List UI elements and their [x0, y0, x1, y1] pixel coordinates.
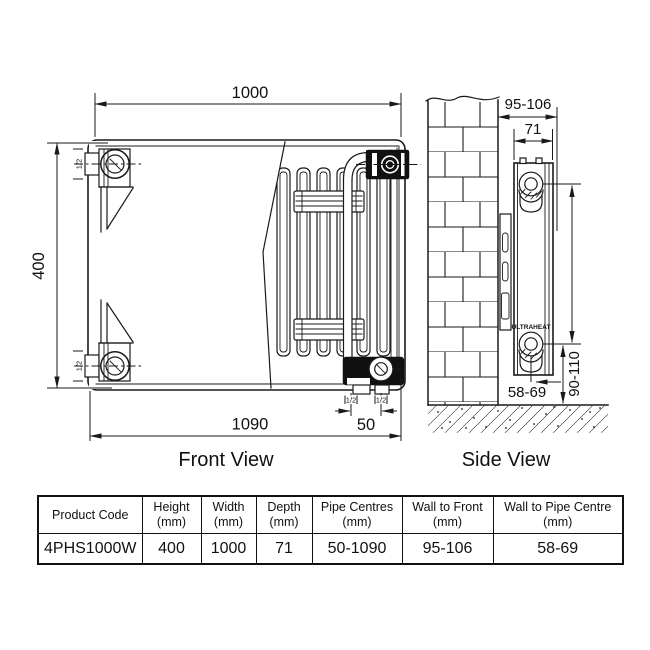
cutaway-edge: [262, 141, 286, 389]
dim-valve-spacing: 1/2 1/2 50: [335, 393, 397, 434]
dim-pipe-centres-value: 1090: [232, 416, 269, 434]
dim-depth-value: 71: [525, 121, 542, 138]
front-view: 1/2 1/2 1000: [30, 84, 421, 471]
dim-height: 400: [30, 142, 112, 389]
header-label: Product Code: [52, 507, 129, 522]
header-label: Depth: [267, 500, 301, 514]
dim-wall-to-pipe-centre-value: 58-69: [508, 384, 546, 401]
header-label: Wall to Front: [412, 500, 483, 514]
spec-table-data-row: 4PHS1000W 400 1000 71 50-1090 95-106 58-…: [37, 533, 624, 565]
dim-wall-to-pipe-centre: 58-69: [508, 356, 561, 401]
conn-size-label: 1/2: [376, 396, 386, 405]
header-unit: (mm): [543, 515, 573, 529]
dim-floor-clearance: 90-110: [560, 345, 583, 404]
header-unit: (mm): [269, 515, 299, 529]
technical-drawing: 1/2 1/2 1000: [30, 84, 609, 471]
dim-width-value: 1000: [232, 84, 269, 102]
col-header-wall-to-front: Wall to Front (mm): [401, 495, 494, 534]
header-unit: (mm): [432, 515, 463, 529]
col-header-pipe-centres: Pipe Centres (mm): [311, 495, 403, 534]
header-label: Height: [153, 500, 190, 514]
spec-table-header-row: Product Code Height (mm) Width (mm) Dept…: [37, 495, 624, 534]
dim-width: 1000: [94, 84, 402, 137]
elbow-fitting: [356, 149, 421, 180]
col-header-height: Height (mm): [141, 495, 202, 534]
fin-clip-top: [293, 190, 365, 213]
dim-height-value: 400: [30, 252, 48, 280]
conn-size-label: 1/2: [346, 396, 356, 405]
valve-block: [342, 356, 405, 395]
col-header-wall-to-pipe-centre: Wall to Pipe Centre (mm): [492, 495, 624, 534]
col-header-width: Width (mm): [200, 495, 257, 534]
cell-pipe-centres: 50-1090: [311, 533, 403, 565]
col-header-product-code: Product Code: [37, 495, 143, 534]
dim-floor-clearance-value: 90-110: [566, 351, 583, 397]
cell-depth: 71: [255, 533, 313, 565]
radiator-side-profile: ULTRAHEAT: [512, 157, 554, 376]
dim-pipe-centres: 1090: [89, 368, 402, 441]
dim-valve-spacing-value: 50: [357, 416, 375, 434]
connection-bottom-left: 1/2: [73, 299, 142, 382]
front-panel: [89, 141, 285, 389]
spec-table: Product Code Height (mm) Width (mm) Dept…: [37, 495, 624, 565]
radiator-body: 1/2 1/2: [73, 139, 421, 395]
side-view: ULTRAHEAT 95-106 71: [425, 95, 609, 471]
dim-wall-to-front: 95-106: [497, 96, 558, 231]
header-label: Width: [212, 500, 245, 514]
header-label: Pipe Centres: [320, 500, 394, 514]
port-centre-lines: [543, 183, 581, 345]
brick-wall: [425, 95, 500, 406]
cell-height: 400: [141, 533, 202, 565]
ground-hatch: [427, 404, 609, 433]
connection-top-left: 1/2: [73, 148, 142, 233]
side-view-title: Side View: [462, 449, 551, 471]
header-label: Wall to Pipe Centre: [504, 500, 612, 514]
wall-bracket: [499, 213, 512, 331]
header-unit: (mm): [342, 515, 372, 529]
conn-size-label: 1/2: [75, 361, 84, 371]
cell-width: 1000: [200, 533, 257, 565]
header-unit: (mm): [156, 515, 187, 529]
cell-wall-to-front: 95-106: [401, 533, 494, 565]
header-unit: (mm): [213, 515, 244, 529]
col-header-depth: Depth (mm): [255, 495, 313, 534]
front-view-title: Front View: [178, 449, 274, 471]
port-top: [518, 171, 544, 213]
dim-wall-to-front-value: 95-106: [505, 96, 552, 113]
conn-size-label: 1/2: [75, 159, 84, 169]
dim-depth: 71: [513, 121, 554, 160]
cell-wall-to-pipe-centre: 58-69: [492, 533, 624, 565]
cell-product-code: 4PHS1000W: [37, 533, 143, 565]
fin-clip-bottom: [293, 318, 365, 341]
brand-label: ULTRAHEAT: [512, 324, 551, 331]
panel-inner-edges: [95, 145, 400, 385]
